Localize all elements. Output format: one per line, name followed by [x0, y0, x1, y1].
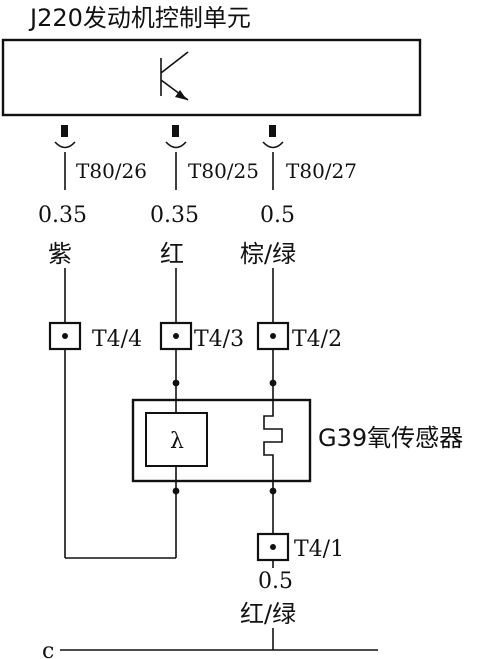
connector-pin-label: T4/2 [292, 327, 342, 352]
ecu-box [1, 38, 422, 117]
wire-gauge: 0.35 [38, 203, 87, 228]
heater-element [263, 400, 283, 481]
ecu-connector-25 [165, 125, 187, 149]
junction-dot [172, 379, 180, 387]
lambda-element [145, 412, 208, 467]
ground-bus-label: c [42, 639, 54, 659]
wire-color: 棕/绿 [240, 240, 296, 268]
ecu-pin-label: T80/27 [286, 159, 357, 183]
ecu-pin-label: T80/26 [76, 159, 147, 183]
wire-gauge: 0.5 [260, 203, 295, 228]
wire-color: 紫 [48, 240, 72, 268]
connector-pin-label: T4/4 [92, 327, 142, 352]
wire-gauge: 0.35 [150, 203, 199, 228]
ecu-pin-label: T80/25 [188, 159, 259, 183]
ground-wire-color: 红/绿 [240, 600, 296, 628]
transistor-icon [160, 51, 189, 101]
junction-dot [269, 379, 277, 387]
connector-pin-label: T4/3 [194, 327, 244, 352]
wire-color: 红 [160, 240, 184, 268]
ecu-title: J220发动机控制单元 [28, 4, 251, 32]
ecu-connector-26 [54, 125, 76, 149]
ground-pin-label: T4/1 [294, 537, 344, 562]
sensor-name: G39氧传感器 [318, 424, 463, 452]
lambda-symbol: λ [170, 429, 184, 454]
ground-wire-gauge: 0.5 [258, 569, 293, 594]
connector-pin-box [159, 321, 193, 351]
connector-pin-box [256, 321, 290, 351]
ecu-connector-27 [262, 125, 284, 149]
connector-pin-box [48, 321, 82, 351]
ground-pin-box [256, 532, 290, 562]
